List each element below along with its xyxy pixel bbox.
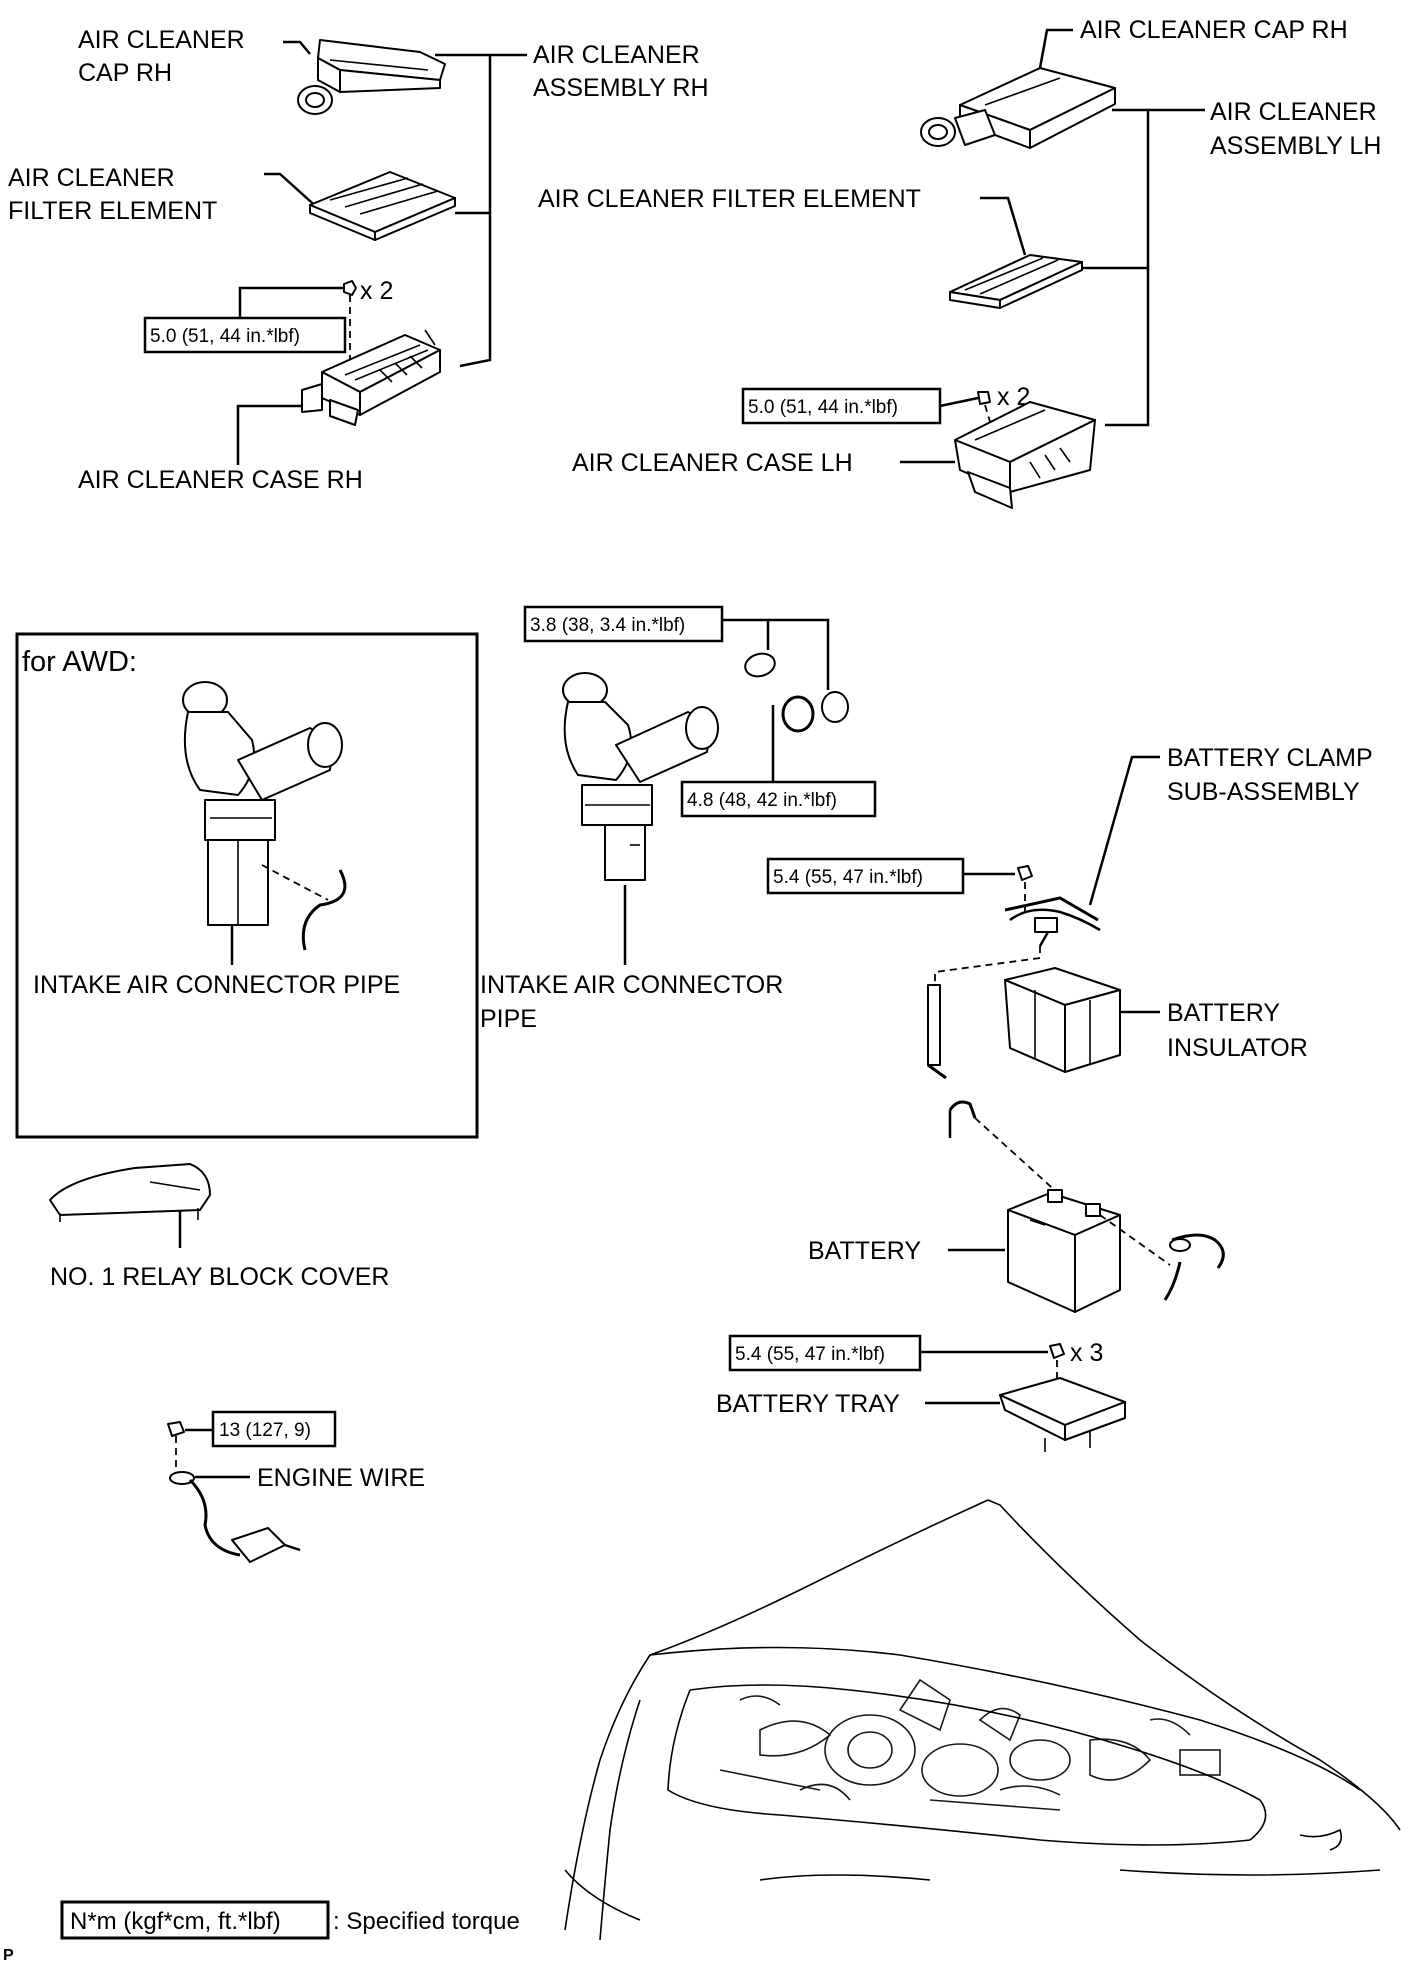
torque-clamp-large: 4.8 (48, 42 in.*lbf) [687, 790, 837, 811]
legend-torque-unit: N*m (kgf*cm, ft.*lbf) [70, 1908, 281, 1935]
intake-air-connector-pipe-awd-icon [182, 681, 347, 951]
torque-box-clamp-large [680, 780, 877, 818]
torque-box-case-rh [143, 316, 347, 354]
corner-mark: P [3, 1947, 14, 1963]
neg-terminal-dash [974, 1117, 1061, 1196]
intake-air-connector-pipe-icon [562, 672, 719, 881]
case-lh-label: AIR CLEANER CASE LH [572, 449, 853, 477]
battery-clamp-label-line1: BATTERY CLAMP [1167, 744, 1373, 772]
awd-variant-box: for AWD: INTAKE AIR CONNECTOR PIPE [15, 632, 479, 1139]
air-cleaner-case-rh-icon [301, 329, 441, 426]
qty-x3: x 3 [1070, 1339, 1103, 1367]
air-cleaner-assembly-lh-group: AIR CLEANER CAP RH AIR CLEANER ASSEMBLY … [538, 16, 1381, 509]
intake-awd-label: INTAKE AIR CONNECTOR PIPE [33, 971, 400, 999]
battery-clamp-leader [1088, 755, 1160, 906]
battery-label: BATTERY [808, 1237, 921, 1265]
nut-icon [1017, 865, 1033, 881]
torque-box-engine-wire [211, 1410, 337, 1448]
battery-tray-label: BATTERY TRAY [716, 1390, 900, 1418]
filter-lh-leader [980, 196, 1027, 256]
relay-cover-label: NO. 1 RELAY BLOCK COVER [50, 1263, 389, 1291]
torque-clamp-small: 3.8 (38, 3.4 in.*lbf) [530, 615, 685, 636]
relay-block-cover-group: NO. 1 RELAY BLOCK COVER [49, 1163, 389, 1291]
torque-clamp-small-leader-a [722, 618, 770, 650]
filter-rh-label-line2: FILTER ELEMENT [8, 197, 217, 225]
filter-lh-label: AIR CLEANER FILTER ELEMENT [538, 185, 921, 213]
bolt-icon [343, 280, 357, 296]
torque-engine-wire: 13 (127, 9) [219, 1420, 311, 1441]
torque-clamp-small-leader-b [768, 618, 830, 690]
engine-wire-group: 13 (127, 9) ENGINE WIRE [167, 1410, 425, 1563]
air-cleaner-filter-element-rh-icon [309, 171, 456, 241]
cap-rh-right-leader [1038, 28, 1073, 69]
air-cleaner-case-lh-icon [954, 401, 1096, 509]
legend-torque-box [60, 1900, 330, 1940]
battery-hold-rod-icon [927, 984, 947, 1080]
engine-wire-nut-icon [167, 1421, 185, 1437]
torque-case-lh-leader [939, 396, 979, 408]
assembly-rh-bracket [435, 53, 492, 368]
battery-insulator-label-line1: BATTERY [1167, 999, 1280, 1027]
torque-box-clamp-small [523, 605, 724, 643]
battery-tray-icon [999, 1377, 1126, 1452]
case-rh-leader [236, 404, 302, 465]
case-rh-label: AIR CLEANER CASE RH [78, 466, 363, 494]
cap-rh-label-line2: CAP RH [78, 59, 172, 87]
bolt-lh-icon [977, 391, 991, 405]
positive-terminal-cable-icon [1163, 1233, 1225, 1301]
cap-rh-label-line1: AIR CLEANER [78, 26, 245, 54]
engine-wire-label: ENGINE WIRE [257, 1464, 425, 1492]
battery-group: BATTERY CLAMP SUB-ASSEMBLY 5.4 (55, 47 i… [716, 744, 1373, 1452]
torque-case-rh: 5.0 (51, 44 in.*lbf) [150, 326, 300, 347]
cap-rh-right-label: AIR CLEANER CAP RH [1080, 16, 1348, 44]
torque-case-rh-leader [238, 286, 344, 318]
pos-terminal-dash [1099, 1214, 1171, 1266]
intake-pipe-group: 3.8 (38, 3.4 in.*lbf) 4.8 (48, 42 in.*lb… [480, 605, 877, 1033]
vehicle-engine-bay-icon [564, 1499, 1401, 1941]
assembly-rh-label-line1: AIR CLEANER [533, 41, 700, 69]
intake-label-line2: PIPE [480, 1005, 537, 1033]
air-cleaner-cap-lh-icon [920, 67, 1116, 149]
negative-terminal-cable-icon [948, 1100, 977, 1138]
cap-rh-leader [283, 40, 311, 55]
battery-clamp-label-line2: SUB-ASSEMBLY [1167, 778, 1360, 806]
relay-block-cover-icon [49, 1163, 211, 1222]
torque-case-lh: 5.0 (51, 44 in.*lbf) [748, 397, 898, 418]
legend-suffix: : Specified torque [333, 1908, 520, 1935]
qty-x2-rh: x 2 [360, 277, 393, 305]
battery-insulator-icon [1004, 967, 1121, 1073]
battery-icon [1007, 1189, 1121, 1313]
torque-box-case-lh [741, 387, 942, 425]
assembly-lh-label-line1: AIR CLEANER [1210, 98, 1377, 126]
awd-label: for AWD: [22, 646, 137, 678]
torque-battery-clamp: 5.4 (55, 47 in.*lbf) [773, 867, 923, 888]
legend: N*m (kgf*cm, ft.*lbf) : Specified torque [60, 1900, 520, 1940]
bolt-tray-icon [1049, 1343, 1065, 1359]
engine-wire-icon [169, 1471, 301, 1563]
hose-clamp-icon [744, 652, 849, 733]
filter-rh-leader [264, 172, 321, 211]
torque-battery-tray: 5.4 (55, 47 in.*lbf) [735, 1344, 885, 1365]
filter-rh-label-line1: AIR CLEANER [8, 164, 175, 192]
assembly-rh-label-line2: ASSEMBLY RH [533, 74, 709, 102]
battery-insulator-label-line2: INSULATOR [1167, 1034, 1308, 1062]
torque-box-battery-clamp [766, 857, 965, 895]
intake-label-line1: INTAKE AIR CONNECTOR [480, 971, 783, 999]
assembly-lh-label-line2: ASSEMBLY LH [1210, 132, 1381, 160]
air-cleaner-assembly-rh-group: AIR CLEANER CAP RH AIR CLEANER FILTER EL… [8, 26, 709, 494]
air-cleaner-filter-element-lh-icon [949, 254, 1083, 309]
clamp-rod-dash [934, 946, 1041, 985]
air-cleaner-cap-rh-icon [297, 39, 446, 115]
battery-clamp-sub-assembly-icon [1004, 896, 1101, 947]
